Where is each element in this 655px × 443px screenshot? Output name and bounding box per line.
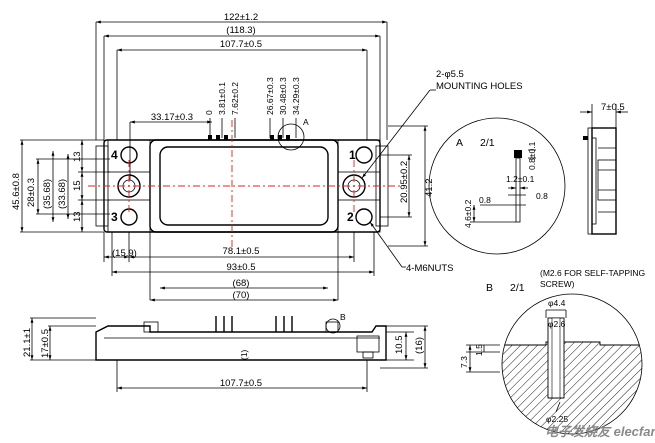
dim-159: (15.9) (112, 248, 137, 259)
detail-a-scale: 2/1 (480, 137, 495, 149)
dim-1077-front: 107.7±0.5 (220, 378, 262, 389)
detail-b-scale: 2/1 (510, 282, 525, 294)
dim-overall-ref: (118.3) (226, 25, 255, 36)
dim-3368: (33.68) (57, 179, 68, 209)
nuts-label: 4-M6NUTS (406, 263, 454, 274)
detail-a-marker: A (303, 117, 309, 127)
dim-2667: 26.67±0.3 (265, 77, 275, 115)
detail-a-12: 1.2±0.1 (506, 174, 535, 184)
detail-b-225: φ2.25 (546, 414, 568, 424)
bottom-dimensions: (15.9) 78.1±0.5 93±0.5 (68) (70) (103, 232, 375, 302)
dim-16: (16) (414, 337, 425, 354)
dim-28: 28±0.3 (26, 178, 37, 207)
left-dimensions: 45.6±0.8 28±0.3 (35.68) (33.68) 13 15 13 (11, 139, 110, 233)
nuts-callout: 4-M6NUTS (369, 221, 454, 274)
dim-93: 93±0.5 (227, 262, 256, 273)
detail-b-note-1: (M2.6 FOR SELF-TAPPING (540, 268, 645, 278)
mounting-label-2: MOUNTING HOLES (436, 81, 523, 92)
top-view-module: A 1 2 3 4 (88, 117, 400, 248)
dim-105: 10.5 (394, 336, 405, 355)
dim-0: 0 (204, 110, 214, 115)
top-dimensions: 122±1.2 (118.3) 107.7±0.5 33.17±0.3 0 3.… (95, 12, 388, 180)
dim-17: 17±0.5 (40, 329, 51, 358)
detail-b-note-2: SCREW) (540, 279, 575, 289)
dim-13a: 13 (72, 151, 83, 162)
dim-3048: 30.48±0.3 (278, 77, 288, 115)
pin-4-label: 4 (111, 148, 118, 162)
dim-3568: (35.68) (42, 179, 53, 209)
side-view: 7±0.5 (580, 102, 628, 235)
dim-211: 21.1±1 (22, 328, 33, 357)
dim-762: 7.62±0.2 (230, 82, 240, 115)
dim-70: (70) (233, 290, 250, 301)
detail-a-46: 4.6±0.2 (463, 199, 473, 228)
mounting-label: 2-φ5.5 (436, 69, 464, 80)
dim-15: 15 (72, 180, 83, 191)
detail-b: (M2.6 FOR SELF-TAPPING SCREW) B 2/1 φ4.4… (459, 268, 645, 435)
pin-3-label: 3 (111, 210, 118, 224)
detail-b-73: 7.3 (459, 356, 469, 368)
right-dimensions: 20.95±0.2 41.2 (380, 125, 435, 247)
dim-33: 33.17±0.3 (151, 112, 193, 123)
dim-68: (68) (233, 278, 250, 289)
detail-a-08b: 0.8 (479, 195, 491, 205)
pin-1-label: 1 (349, 148, 356, 162)
dim-456: 45.6±0.8 (11, 173, 22, 210)
detail-b-label: B (486, 282, 493, 294)
watermark: 电子发烧友 elecfans.com (545, 424, 655, 439)
dim-412: 41.2 (424, 179, 435, 198)
dim-781: 78.1±0.5 (223, 246, 260, 257)
detail-b-15: 1.5 (474, 344, 484, 356)
detail-b-44: φ4.4 (548, 298, 566, 308)
detail-a-label: A (456, 137, 463, 149)
dim-7: 7±0.5 (601, 102, 625, 113)
pin-2-label: 2 (347, 210, 354, 224)
dim-381: 3.81±0.1 (217, 82, 227, 115)
front-one: (1) (239, 349, 249, 360)
mounting-holes-callout: 2-φ5.5 MOUNTING HOLES (361, 69, 523, 179)
front-b-marker: B (340, 312, 346, 322)
detail-a-08a: 0.8±0.1 (527, 141, 537, 170)
detail-a-08c: 0.8 (536, 191, 548, 201)
detail-a: A 2/1 1.2±0.1 0.8±0.1 0.8 0.8 4.6±0.2 (428, 117, 566, 255)
dim-inner: 107.7±0.5 (220, 39, 262, 50)
dim-overall: 122±1.2 (224, 12, 258, 23)
dim-3429: 34.29±0.3 (291, 77, 301, 115)
dim-13b: 13 (72, 211, 83, 222)
front-view: B (1) 21.1±1 17±0.5 10.5 (16) 107.7±0.5 (22, 312, 428, 392)
detail-b-26: φ2.6 (548, 319, 566, 329)
dim-2095: 20.95±0.2 (399, 161, 410, 203)
